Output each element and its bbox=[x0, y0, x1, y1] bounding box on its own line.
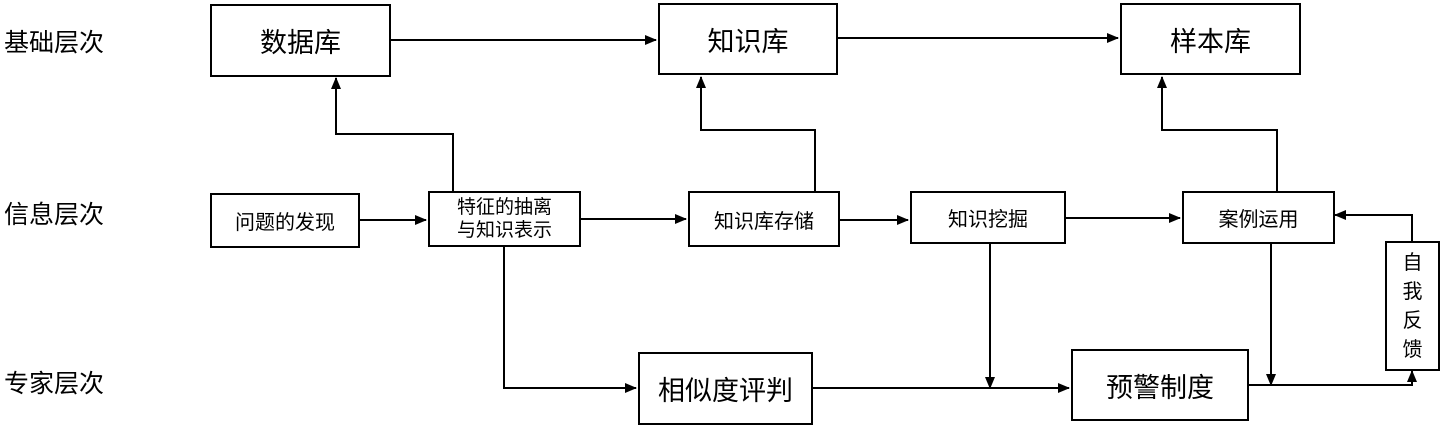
node-problem-discovery: 问题的发现 bbox=[210, 193, 360, 248]
arrow-feature-to-similarity bbox=[503, 247, 637, 393]
self-feedback-char-4: 馈 bbox=[1402, 337, 1423, 361]
self-feedback-char-1: 自 bbox=[1402, 250, 1423, 274]
node-similarity-judgment: 相似度评判 bbox=[638, 352, 813, 425]
arrow-feedback-to-case bbox=[1334, 210, 1413, 241]
node-self-feedback: 自 我 反 馈 bbox=[1385, 241, 1440, 371]
node-knowledge-mining: 知识挖掘 bbox=[910, 191, 1066, 244]
node-database: 数据库 bbox=[210, 4, 391, 77]
arrow-warning-to-feedback bbox=[1249, 370, 1417, 386]
level-label-basic: 基础层次 bbox=[4, 28, 105, 57]
feature-extraction-line1: 特征的抽离 bbox=[456, 196, 552, 218]
node-case-application: 案例运用 bbox=[1182, 191, 1335, 244]
arrow-case-to-sample-base bbox=[1157, 76, 1278, 191]
level-label-info: 信息层次 bbox=[4, 200, 105, 229]
node-warning-system: 预警制度 bbox=[1071, 349, 1249, 421]
feature-extraction-line2: 与知识表示 bbox=[456, 219, 552, 241]
self-feedback-char-3: 反 bbox=[1402, 308, 1423, 332]
self-feedback-char-2: 我 bbox=[1402, 279, 1423, 303]
node-feature-extraction: 特征的抽离 与知识表示 bbox=[428, 191, 581, 247]
level-label-expert: 专家层次 bbox=[4, 369, 105, 398]
arrow-feature-to-database bbox=[331, 77, 454, 191]
node-knowledge-base: 知识库 bbox=[658, 3, 838, 75]
arrow-storage-to-knowledge-base bbox=[696, 76, 816, 191]
node-sample-base: 样本库 bbox=[1120, 3, 1301, 75]
node-knowledge-storage: 知识库存储 bbox=[688, 191, 840, 247]
